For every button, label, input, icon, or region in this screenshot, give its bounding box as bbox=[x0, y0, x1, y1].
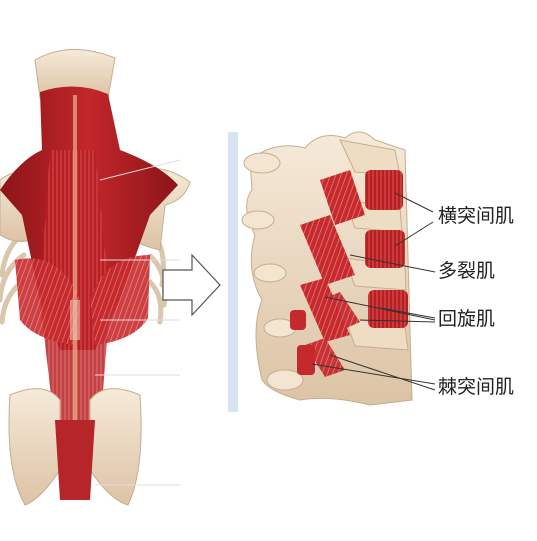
label-interspinales: 棘突间肌 bbox=[438, 376, 515, 398]
back-muscles-illustration bbox=[0, 49, 191, 506]
label-multifidus: 多裂肌 bbox=[438, 260, 496, 282]
label-intertransversarii: 横突间肌 bbox=[438, 205, 515, 227]
latissimus-muscle bbox=[15, 258, 80, 345]
pelvis-right bbox=[89, 388, 142, 506]
spine-detail-illustration bbox=[228, 131, 436, 412]
divider bbox=[228, 132, 238, 412]
sacrum-muscle bbox=[55, 420, 95, 500]
interspinales-muscle bbox=[290, 310, 315, 375]
label-rotatores: 回旋肌 bbox=[438, 308, 496, 330]
latissimus-muscle-right bbox=[90, 255, 150, 345]
leader-lines bbox=[311, 192, 436, 391]
intertransversarii-muscle bbox=[365, 170, 408, 328]
pelvis bbox=[8, 388, 61, 506]
arrow-icon bbox=[162, 253, 221, 317]
